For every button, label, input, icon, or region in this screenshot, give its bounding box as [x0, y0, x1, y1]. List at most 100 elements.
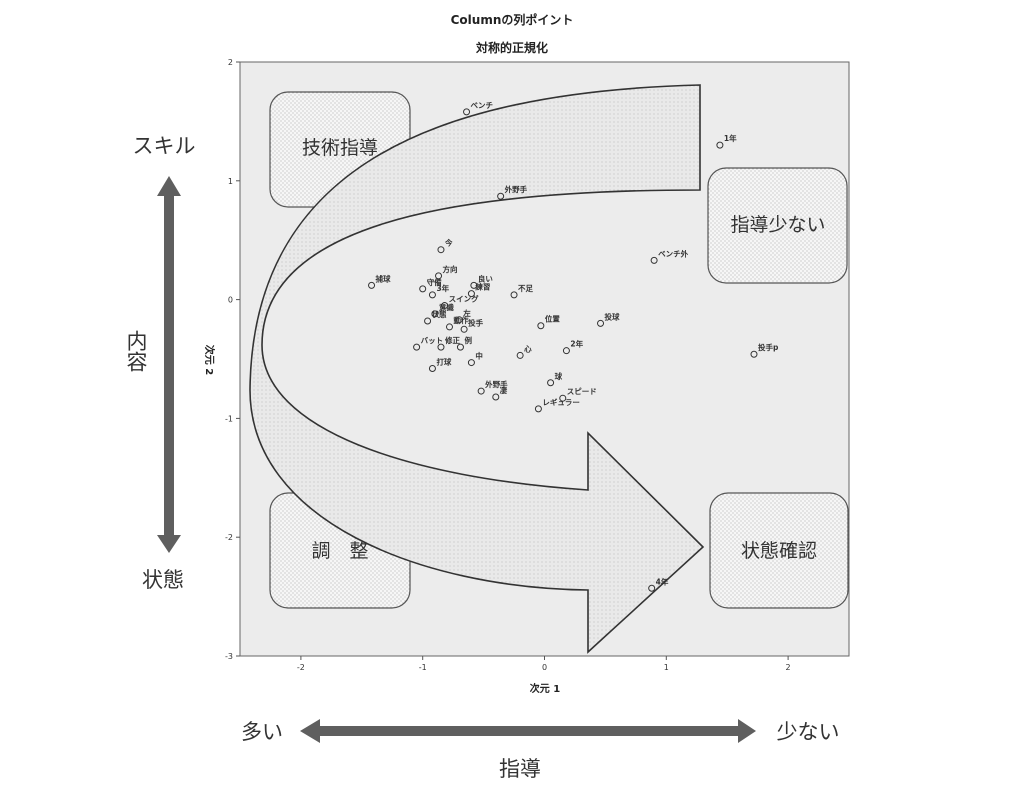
data-point [562, 347, 570, 355]
data-point [510, 291, 518, 299]
data-point [419, 285, 427, 293]
data-point [424, 317, 432, 325]
data-point [437, 343, 445, 351]
data-point-label: 凄 [500, 385, 508, 395]
y-axis: -3 -2 -1 0 1 2 [225, 58, 240, 661]
y-tick-label: 2 [228, 58, 233, 67]
data-point-label: 外野手 [485, 379, 508, 389]
y-tick-label: -3 [225, 652, 233, 661]
data-point [648, 584, 656, 592]
data-point-label: 2年 [570, 339, 583, 349]
vertical-label-state: 状態 [142, 568, 184, 592]
data-point-label: 左 [462, 308, 471, 318]
quadrant-box-less-guidance: 指導少ない [707, 167, 848, 284]
flow-arrow [249, 84, 705, 654]
x-axis-label: 次元 1 [530, 682, 560, 695]
data-point-label: バット [421, 336, 444, 345]
data-point [559, 394, 567, 402]
data-point [750, 350, 758, 358]
horizontal-label-few: 少ない [777, 720, 840, 744]
data-point [716, 141, 724, 149]
data-point [455, 316, 463, 324]
data-point [547, 379, 555, 387]
box-label-adjust: 調 整 [311, 540, 368, 562]
data-point-label: 修正 [444, 335, 460, 345]
data-point [497, 192, 505, 200]
data-point-label: 球 [555, 371, 563, 381]
vertical-double-arrow [157, 176, 181, 553]
data-point-label: 中 [475, 351, 483, 361]
data-point-label: 投球 [605, 311, 620, 321]
data-point-label: 今 [444, 238, 453, 248]
scatter-points: ベンチ1年外野手今方向良い練習捕球守備3年スイング意識左状態動作投手バット修正例… [368, 101, 779, 592]
data-point-label: 練習 [475, 282, 490, 292]
horizontal-double-arrow [300, 719, 756, 743]
data-point [460, 325, 468, 333]
data-point-label: 意識 [439, 302, 454, 312]
data-point [467, 290, 475, 298]
horizontal-label-many: 多い [241, 720, 283, 744]
data-point-label: 3年 [436, 283, 449, 293]
data-point-label: スピード [567, 386, 597, 396]
chart-title: Columnの列ポイント [451, 12, 574, 27]
data-point-label: 不足 [518, 284, 533, 293]
data-point-label: 投手p [758, 342, 779, 352]
data-point [650, 256, 658, 264]
data-point-label: 位置 [545, 314, 560, 324]
data-point [445, 323, 453, 331]
y-axis-label: 次元 2 [203, 345, 216, 375]
data-point [470, 281, 478, 289]
data-point [441, 302, 449, 310]
data-point [428, 291, 436, 299]
x-axis: -2 -1 0 1 2 [297, 656, 791, 672]
vertical-label-content: 内容 [124, 330, 148, 372]
data-point-label: ベンチ [471, 101, 494, 110]
data-point-label: 方向 [443, 264, 458, 274]
x-tick-label: -2 [297, 663, 305, 672]
data-point-label: 打球 [436, 357, 451, 367]
y-tick-label: 1 [228, 177, 233, 186]
x-tick-label: 1 [664, 663, 669, 672]
vertical-label-content-text: 内容 [124, 330, 148, 372]
data-point [463, 108, 471, 116]
box-label-less-guidance: 指導少ない [730, 214, 825, 236]
y-tick-label: 0 [228, 296, 233, 305]
data-point-label: 外野手 [505, 184, 528, 194]
y-tick-label: -2 [225, 533, 233, 542]
data-point [467, 359, 475, 367]
data-point-label: 1年 [724, 133, 737, 143]
x-tick-label: 2 [786, 663, 791, 672]
data-point [597, 319, 605, 327]
chart-subtitle: 対称的正規化 [475, 40, 548, 55]
data-point-label: 状態 [432, 309, 447, 319]
x-tick-label: -1 [419, 663, 427, 672]
data-point [428, 365, 436, 373]
quadrant-box-status-check: 状態確認 [709, 492, 849, 609]
data-point-label: 捕球 [376, 273, 391, 283]
data-point [437, 246, 445, 254]
data-point-label: 投手 [468, 317, 483, 327]
box-label-status-check: 状態確認 [741, 540, 817, 562]
y-tick-label: -1 [225, 414, 233, 423]
data-point [456, 343, 464, 351]
data-point-label: 良い [478, 273, 493, 283]
data-point [477, 387, 485, 395]
data-point [435, 272, 443, 280]
data-point-label: 動作 [453, 315, 468, 325]
x-tick-label: 0 [542, 663, 547, 672]
data-point-label: 守備 [427, 277, 442, 287]
data-point-label: ベンチ外 [658, 248, 688, 258]
data-point [516, 351, 524, 359]
data-point-label: 例 [464, 335, 472, 345]
data-point [492, 393, 500, 401]
data-point-label: レギュラー [542, 397, 580, 407]
box-label-technical: 技術指導 [302, 137, 378, 159]
data-point [431, 310, 439, 318]
data-point [413, 343, 421, 351]
data-point [534, 405, 542, 413]
data-point [368, 281, 376, 289]
horizontal-caption-guidance: 指導 [499, 757, 541, 781]
vertical-label-skill: スキル [133, 134, 196, 158]
data-point [537, 322, 545, 330]
